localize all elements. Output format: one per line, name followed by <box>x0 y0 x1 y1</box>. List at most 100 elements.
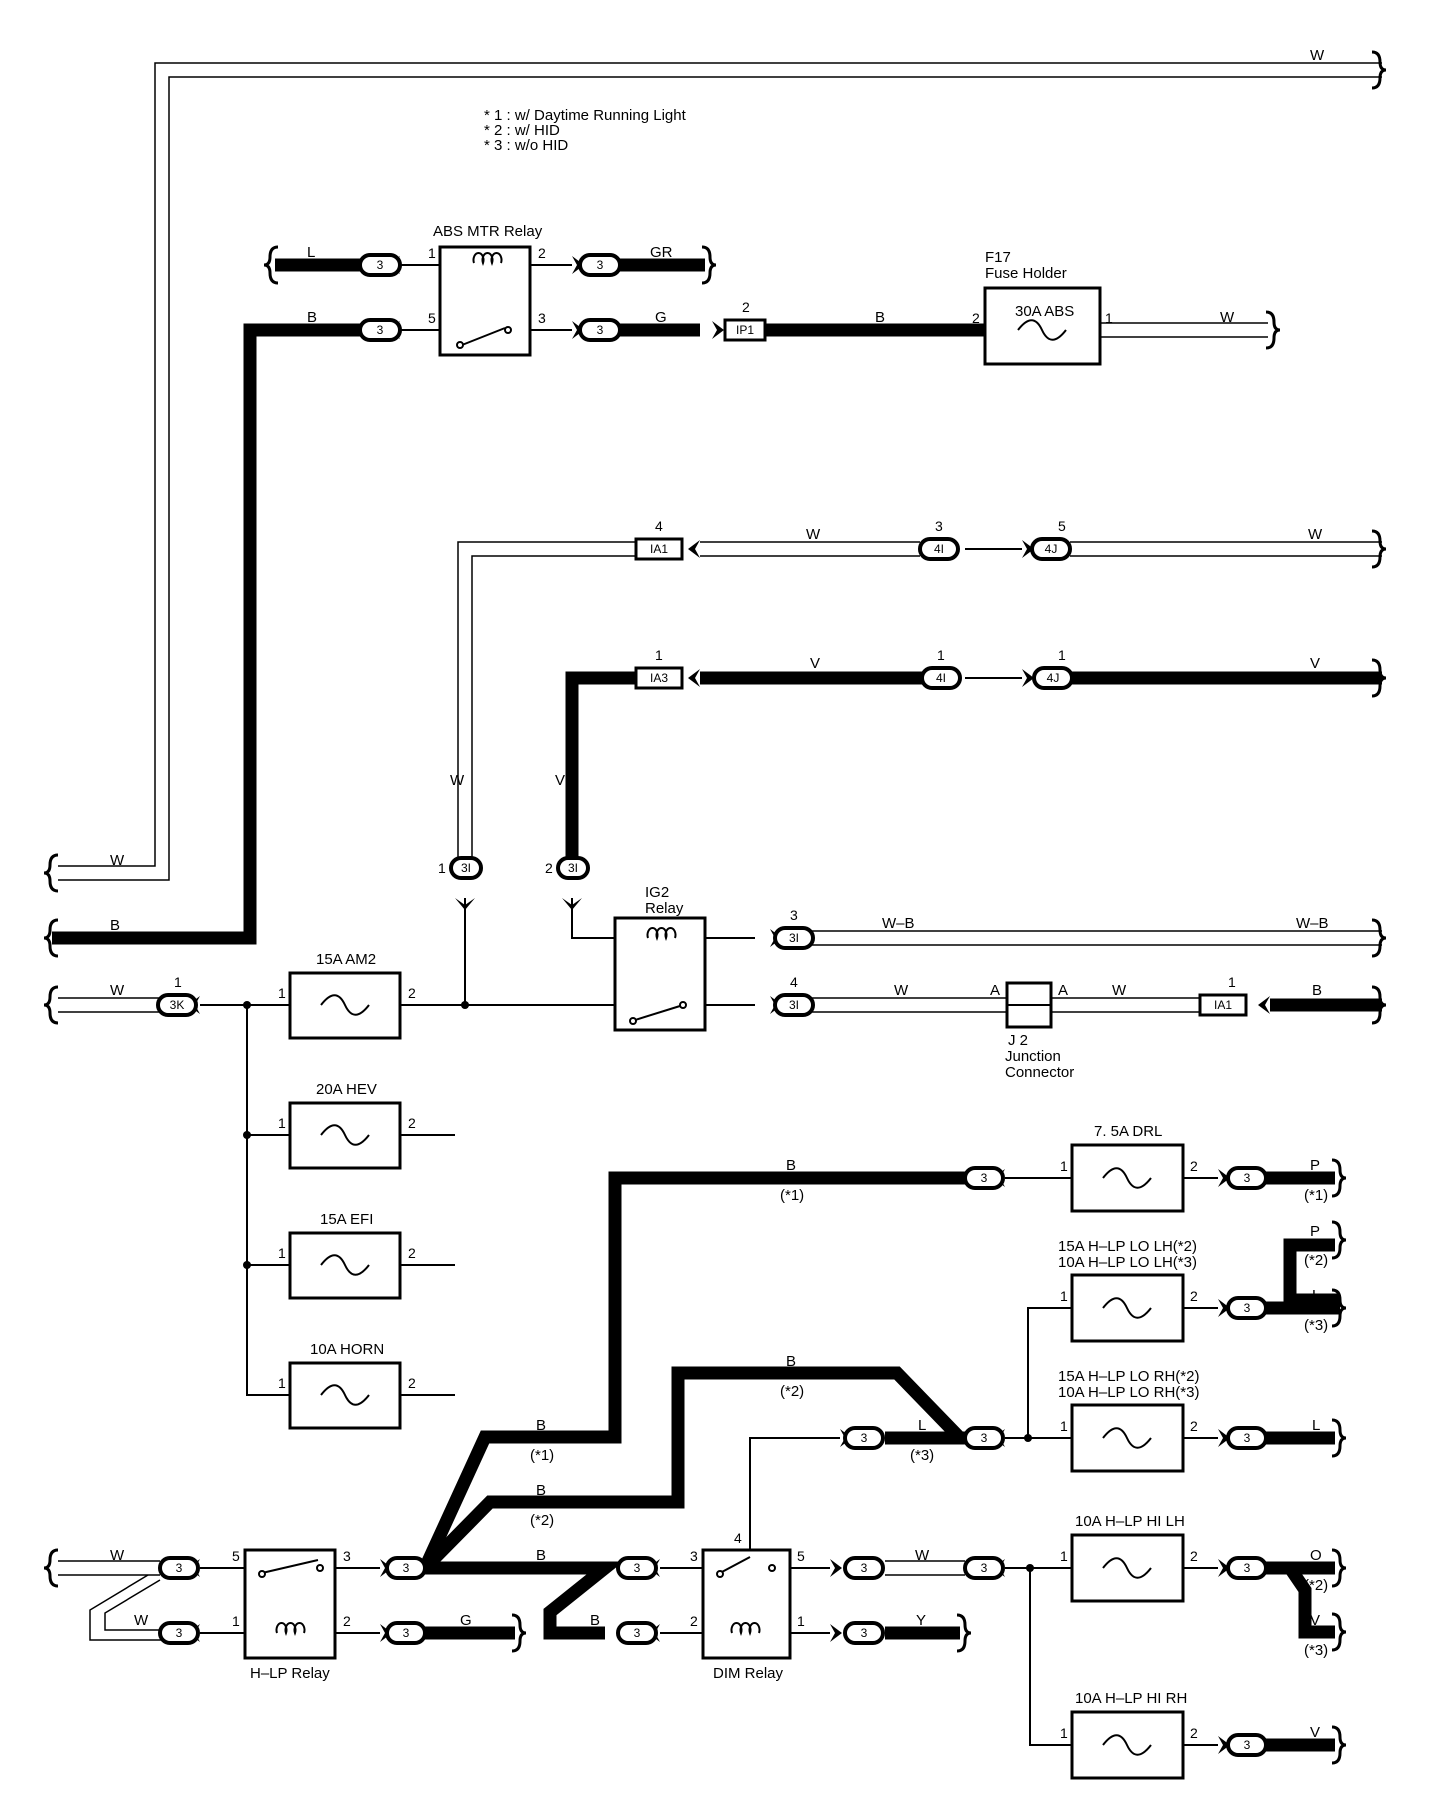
wire-hi-outs <box>1183 1567 1218 1746</box>
pin-number: 1 <box>1060 1288 1068 1304</box>
wire-hi-lh-out <box>1265 1561 1335 1639</box>
pin-number: 1 <box>278 985 286 1001</box>
connector-label: 3 <box>1244 1171 1251 1185</box>
wire-w-j2 <box>812 997 1200 1013</box>
connector-label: 4J <box>1045 542 1058 556</box>
wire-label: V <box>1310 1612 1320 1629</box>
connector-label: 3 <box>1244 1301 1251 1315</box>
wire-label: P <box>1310 1223 1320 1240</box>
pin-number: 2 <box>742 299 750 315</box>
wire-b-dim <box>425 1561 624 1640</box>
wire-label: W <box>1220 309 1235 326</box>
connector-label: 3 <box>176 1626 183 1640</box>
wire-b-drl <box>419 1171 965 1571</box>
connector-3i: 3I <box>773 926 815 950</box>
pin-number: 2 <box>1190 1288 1198 1304</box>
wire-dim-4 <box>749 1437 840 1553</box>
connector-label: IA1 <box>650 542 668 556</box>
wire-ig2-out <box>705 937 755 1006</box>
wire-w-hlp-loop <box>89 1574 170 1641</box>
fuse-30a-abs <box>983 286 1102 366</box>
lo-lh-label-1: 15A H–LP LO LH(*2) <box>1058 1238 1197 1255</box>
hlp-relay-label: H–LP Relay <box>250 1665 330 1682</box>
wire-hlp-in <box>200 1567 245 1634</box>
connector-ia1: IA1 <box>1198 993 1248 1017</box>
note-2: * 2 : w/ HID <box>484 122 560 139</box>
connector-3: 3 <box>578 253 622 277</box>
wire-label: B <box>590 1612 600 1629</box>
pin-number: 2 <box>538 245 546 261</box>
pin-number: 2 <box>343 1613 351 1629</box>
wire-w-hlp <box>58 1560 160 1576</box>
wire-w-abs <box>1100 322 1268 338</box>
pin-number: 4 <box>655 518 663 534</box>
connector-label: 3I <box>568 861 578 875</box>
pin-number: 2 <box>408 1245 416 1261</box>
connector-3i: 3I <box>449 856 483 880</box>
wire-label: W <box>110 982 125 999</box>
wire-label: L <box>1312 1287 1320 1304</box>
pin-number: 5 <box>232 1548 240 1564</box>
wire-abs-coil-out <box>530 264 572 331</box>
pin-number: 3 <box>538 310 546 326</box>
wire-label: W <box>894 982 909 999</box>
efi-label: 15A EFI <box>320 1211 373 1228</box>
connector-label: 3K <box>170 998 185 1012</box>
connector-3: 3 <box>843 1621 885 1645</box>
wire-label: A <box>1058 982 1068 999</box>
pin-number: 3 <box>935 518 943 534</box>
wire-label: B <box>110 917 120 934</box>
connector-label: 3 <box>377 323 384 337</box>
pin-number: 1 <box>232 1613 240 1629</box>
wire-label: B <box>536 1547 546 1564</box>
pin-number: 2 <box>1190 1725 1198 1741</box>
horn-label: 10A HORN <box>310 1341 384 1358</box>
pin-number: 2 <box>1190 1548 1198 1564</box>
connector-label: 4I <box>936 671 946 685</box>
connector-ia1: IA1 <box>634 537 684 561</box>
pin-number: 3 <box>690 1548 698 1564</box>
wire-lo-bus <box>1005 1307 1072 1439</box>
hi-rh-label: 10A H–LP HI RH <box>1075 1690 1187 1707</box>
connector-label: 3 <box>597 323 604 337</box>
connector-ip1: IP1 <box>723 318 767 342</box>
wire-label: B <box>786 1353 796 1370</box>
wire-label: A <box>990 982 1000 999</box>
pin-number: 2 <box>690 1613 698 1629</box>
condition-note: (*2) <box>1304 1577 1328 1594</box>
connector-3: 3 <box>358 253 402 277</box>
pin-number: 4 <box>734 1530 742 1546</box>
dim-relay <box>701 1548 792 1660</box>
pin-number: 2 <box>408 1375 416 1391</box>
wire-fuse-outs <box>400 1134 455 1396</box>
connector-label: 3 <box>403 1561 410 1575</box>
connector-label: 3 <box>634 1561 641 1575</box>
connector-ia3: IA3 <box>634 666 684 690</box>
condition-note: (*3) <box>1304 1317 1328 1334</box>
condition-note: (*2) <box>1304 1252 1328 1269</box>
abs-mtr-relay-label: ABS MTR Relay <box>433 223 543 240</box>
connector-label: 4I <box>934 542 944 556</box>
connector-3: 3 <box>385 1556 427 1580</box>
fuse-20a-hev <box>288 1101 402 1170</box>
connector-3: 3 <box>1226 1166 1268 1190</box>
lo-rh-label-2: 10A H–LP LO RH(*3) <box>1058 1384 1199 1401</box>
connector-label: 3 <box>377 258 384 272</box>
wire-label: W <box>110 1547 125 1564</box>
connector-label: 3 <box>861 1431 868 1445</box>
j2-name-2: Connector <box>1005 1064 1074 1081</box>
connector-label: 3 <box>1244 1431 1251 1445</box>
wire-label: B <box>307 309 317 326</box>
wire-w-dim <box>885 1560 965 1576</box>
pin-number: 1 <box>655 647 663 663</box>
wire-label: W <box>806 526 821 543</box>
connector-label: 3I <box>789 931 799 945</box>
wire-lo-lh-out <box>1265 1238 1340 1315</box>
fuse-30a-abs-label: 30A ABS <box>1015 303 1074 320</box>
wire-w-top <box>58 62 1382 881</box>
connector-label: 3 <box>861 1561 868 1575</box>
pin-number: 1 <box>1060 1158 1068 1174</box>
pin-number: 2 <box>408 1115 416 1131</box>
pin-number: 1 <box>1060 1418 1068 1434</box>
